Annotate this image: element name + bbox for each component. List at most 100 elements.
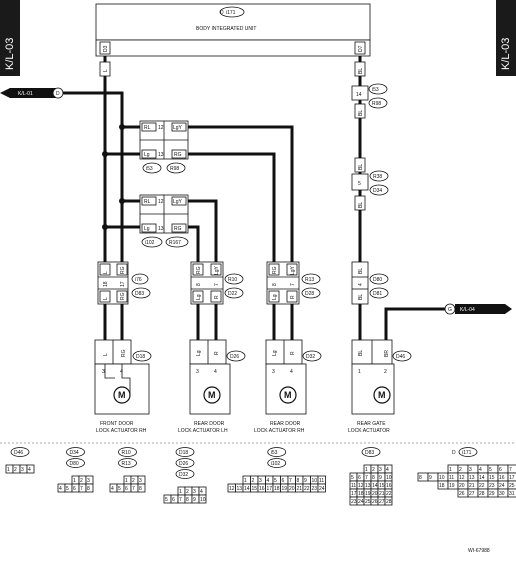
legend-pin-number: 6: [358, 475, 361, 481]
actuator-rear-lh: Lg R D26 3 4 M REAR DOOR LOCK ACTUATOR L…: [178, 339, 246, 434]
legend-pin-number: 20: [459, 483, 465, 489]
legend-pin-number: 9: [429, 475, 432, 481]
wire-label-rg-2: RG: [174, 226, 182, 232]
junction-lower-label-1: i102: [145, 240, 155, 246]
legend-connector-prefix: D: [452, 450, 456, 456]
legend-pin-number: 1: [125, 478, 128, 484]
legend-pin-number: 30: [499, 491, 505, 497]
legend-pin-number: 10: [439, 475, 445, 481]
ref-kl04-letter: G: [448, 307, 452, 313]
legend-pin-number: 15: [252, 486, 258, 492]
wire-label-l-top: L: [103, 69, 109, 72]
wire-label-bl-top: BL: [358, 68, 364, 74]
legend-pin-number: 16: [499, 475, 505, 481]
legend-pin-number: 8: [297, 478, 300, 484]
rr-wire-lgy: LgY: [290, 265, 296, 275]
wire-label-lg-1: Lg: [144, 152, 150, 158]
legend-connector-label-text: R13: [122, 461, 131, 467]
rl-wire-lgy: LgY: [214, 265, 220, 275]
actuator-1-name-2: LOCK ACTUATOR RH: [96, 428, 147, 434]
legend-pin-number: 7: [289, 478, 292, 484]
actuator-2-name-1: REAR DOOR: [194, 421, 225, 427]
legend-pin-number: 2: [14, 467, 17, 473]
actuator-1-pin-a: 3: [102, 369, 105, 375]
rr-wire-rg: RG: [272, 266, 278, 274]
legend-pin-number: 6: [125, 486, 128, 492]
legend-pin-number: 4: [28, 467, 31, 473]
rl-wire-r: R: [214, 295, 220, 299]
legend-pin-number: 1: [365, 467, 368, 473]
legend-pin-number: 28: [386, 499, 392, 505]
legend-pin-number: 7: [80, 486, 83, 492]
legend-pin-number: 8: [87, 486, 90, 492]
legend-connector-label-text: D18: [179, 450, 188, 456]
actuator-4-pin-b: 2: [384, 369, 387, 375]
legend-pin-cell: [137, 483, 146, 493]
legend-pin-number: 1: [179, 489, 182, 495]
legend-pin-number: 8: [419, 475, 422, 481]
rg-label-2: D81: [373, 291, 382, 297]
legend-pin-number: 23: [312, 486, 318, 492]
connector-rear-rh: RG LgY 8 7 Lg R R13 D28: [266, 261, 321, 305]
legend-pin-number: 14: [372, 483, 378, 489]
legend-pin-number: 17: [267, 486, 273, 492]
legend-pin-number: 9: [379, 475, 382, 481]
legend-pin-number: 18: [439, 483, 445, 489]
wires: [58, 56, 450, 350]
legend-pin-number: 5: [165, 497, 168, 503]
legend-connector-label: [175, 469, 195, 479]
legend-pin-number: 31: [509, 491, 515, 497]
side-tab-left: K/L-03: [0, 0, 20, 76]
unit-connector-letter: D: [220, 10, 224, 16]
junction-upper: RL 12 LgY Lg 13 RG i53 R98: [139, 120, 189, 174]
legend-pin-number: 2: [459, 467, 462, 473]
rg-wire-bl: BL: [358, 268, 364, 274]
fr-wire-l: L: [103, 271, 109, 274]
legend-pin-cell: [384, 496, 393, 506]
rr-label-2: D28: [305, 291, 314, 297]
junction-dots: [102, 124, 125, 230]
rl-wire-rg: RG: [196, 266, 202, 274]
actuator-rear-gate: BL BR D46 1 2 M REAR GATE LOCK ACTUATOR: [348, 339, 412, 434]
a3-wire-r: R: [290, 351, 296, 355]
legend-pin-number: 7: [132, 486, 135, 492]
legend-pin-cell: [507, 488, 516, 498]
wire-label-rg-1: RG: [174, 152, 182, 158]
legend-pin-number: 7: [179, 497, 182, 503]
rr-pin-8: 8: [272, 283, 278, 286]
actuator-4-name-1: REAR GATE: [357, 421, 386, 427]
legend-pin-number: 21: [469, 483, 475, 489]
actuator-4-pin-a: 1: [358, 369, 361, 375]
legend-pin-number: 13: [365, 483, 371, 489]
legend-pin-number: 16: [259, 486, 265, 492]
actuator-2-pin-a: 3: [196, 369, 199, 375]
rg-wire-bl-2: BL: [358, 294, 364, 300]
legend-pin-number: 9: [193, 497, 196, 503]
legend-pin-number: 10: [200, 497, 206, 503]
actuator-front-rh: L RG D18 3 4 M FRONT DOOR LOCK ACTUATOR …: [94, 339, 152, 434]
legend-pin-cell: [198, 494, 207, 504]
legend-pin-number: 13: [469, 475, 475, 481]
fr-wire-rg-2: RG: [120, 292, 126, 300]
side-tab-right-label: K/L-03: [500, 38, 512, 70]
legend-pin-number: 29: [489, 491, 495, 497]
wire-label-lg-2: Lg: [144, 226, 150, 232]
wire-label-lgy-1: LgY: [173, 125, 183, 131]
legend-connector-label-text: D26: [179, 461, 188, 467]
legend-pin-number: 24: [358, 499, 364, 505]
legend-pin-number: 3: [21, 467, 24, 473]
legend-pin-number: 11: [319, 478, 324, 484]
legend-pin-number: 1: [449, 467, 452, 473]
legend-pin-number: 1: [7, 467, 10, 473]
legend-pin-number: 23: [351, 499, 357, 505]
rr-label-1: R13: [305, 277, 314, 283]
legend-pin-number: 25: [365, 499, 371, 505]
legend-pin-number: 2: [252, 478, 255, 484]
legend-connector-label: [267, 458, 287, 468]
legend-pin-number: 26: [459, 491, 465, 497]
legend-pin-cell: [317, 483, 326, 493]
legend-pin-number: 2: [80, 478, 83, 484]
motor-icon: M: [284, 390, 292, 400]
legend-connector-label: [458, 447, 478, 457]
legend-pin-number: 13: [237, 486, 243, 492]
